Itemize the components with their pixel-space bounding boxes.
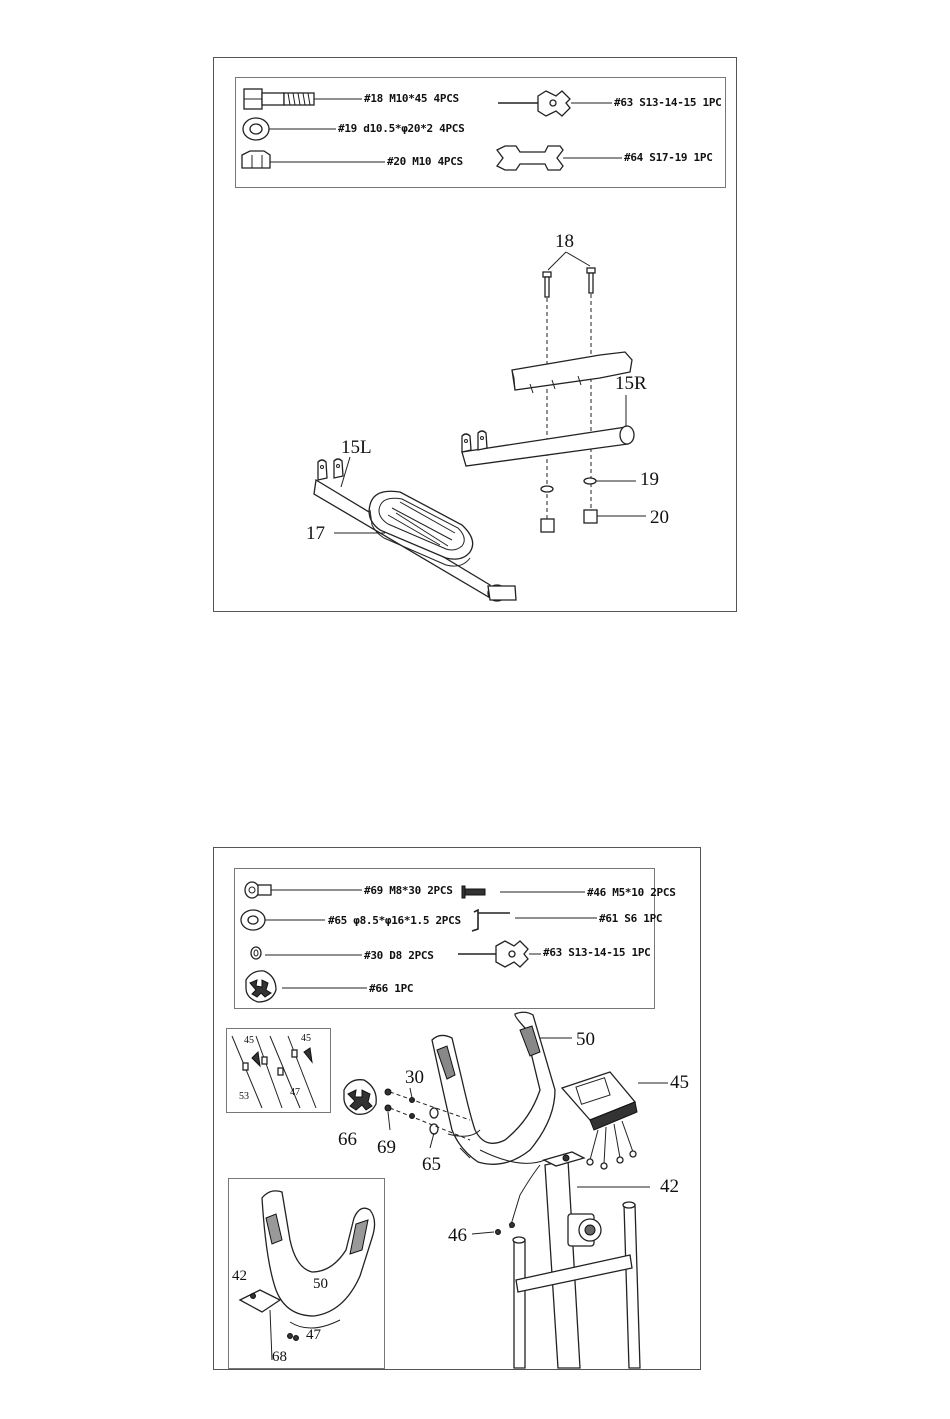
inset-a-47: 47 [290,1087,300,1098]
mast-42 [544,1152,584,1368]
callout-42: 42 [660,1176,679,1198]
inset-a-45-right: 45 [301,1033,311,1044]
screw-icon [462,886,585,898]
hw-label-61: #61 S6 1PC [599,912,662,925]
callout-46: 46 [448,1225,467,1247]
cover-66 [344,1080,376,1115]
inset-b-50: 50 [313,1276,328,1293]
hw-label-63b: #63 S13-14-15 1PC [543,946,650,959]
cover-icon [246,971,367,1002]
inset-b-47: 47 [306,1327,321,1344]
callout-50: 50 [576,1029,595,1051]
callout-66: 66 [338,1129,357,1151]
hex-bolt-icon [245,882,362,898]
hw-label-65: #65 φ8.5*φ16*1.5 2PCS [328,914,461,927]
hw-label-66: #66 1PC [369,982,413,995]
inset-b-68: 68 [272,1349,287,1366]
spring-washer-icon [251,947,362,959]
hw-label-46: #46 M5*10 2PCS [587,886,676,899]
washer-icon [241,910,325,930]
hw-label-30: #30 D8 2PCS [364,949,434,962]
callout-65: 65 [422,1154,441,1176]
inset-a-45-left: 45 [244,1035,254,1046]
callout-30: 30 [405,1067,424,1089]
inset-a-53: 53 [239,1091,249,1102]
allen-key-icon [472,910,597,931]
callout-69: 69 [377,1137,396,1159]
callout-45: 45 [670,1072,689,1094]
handlebar-50 [432,1012,555,1164]
inset-b-42: 42 [232,1268,247,1285]
tension-knob [568,1214,601,1246]
hw-label-69: #69 M8*30 2PCS [364,884,453,897]
multi-wrench-icon [458,941,541,967]
